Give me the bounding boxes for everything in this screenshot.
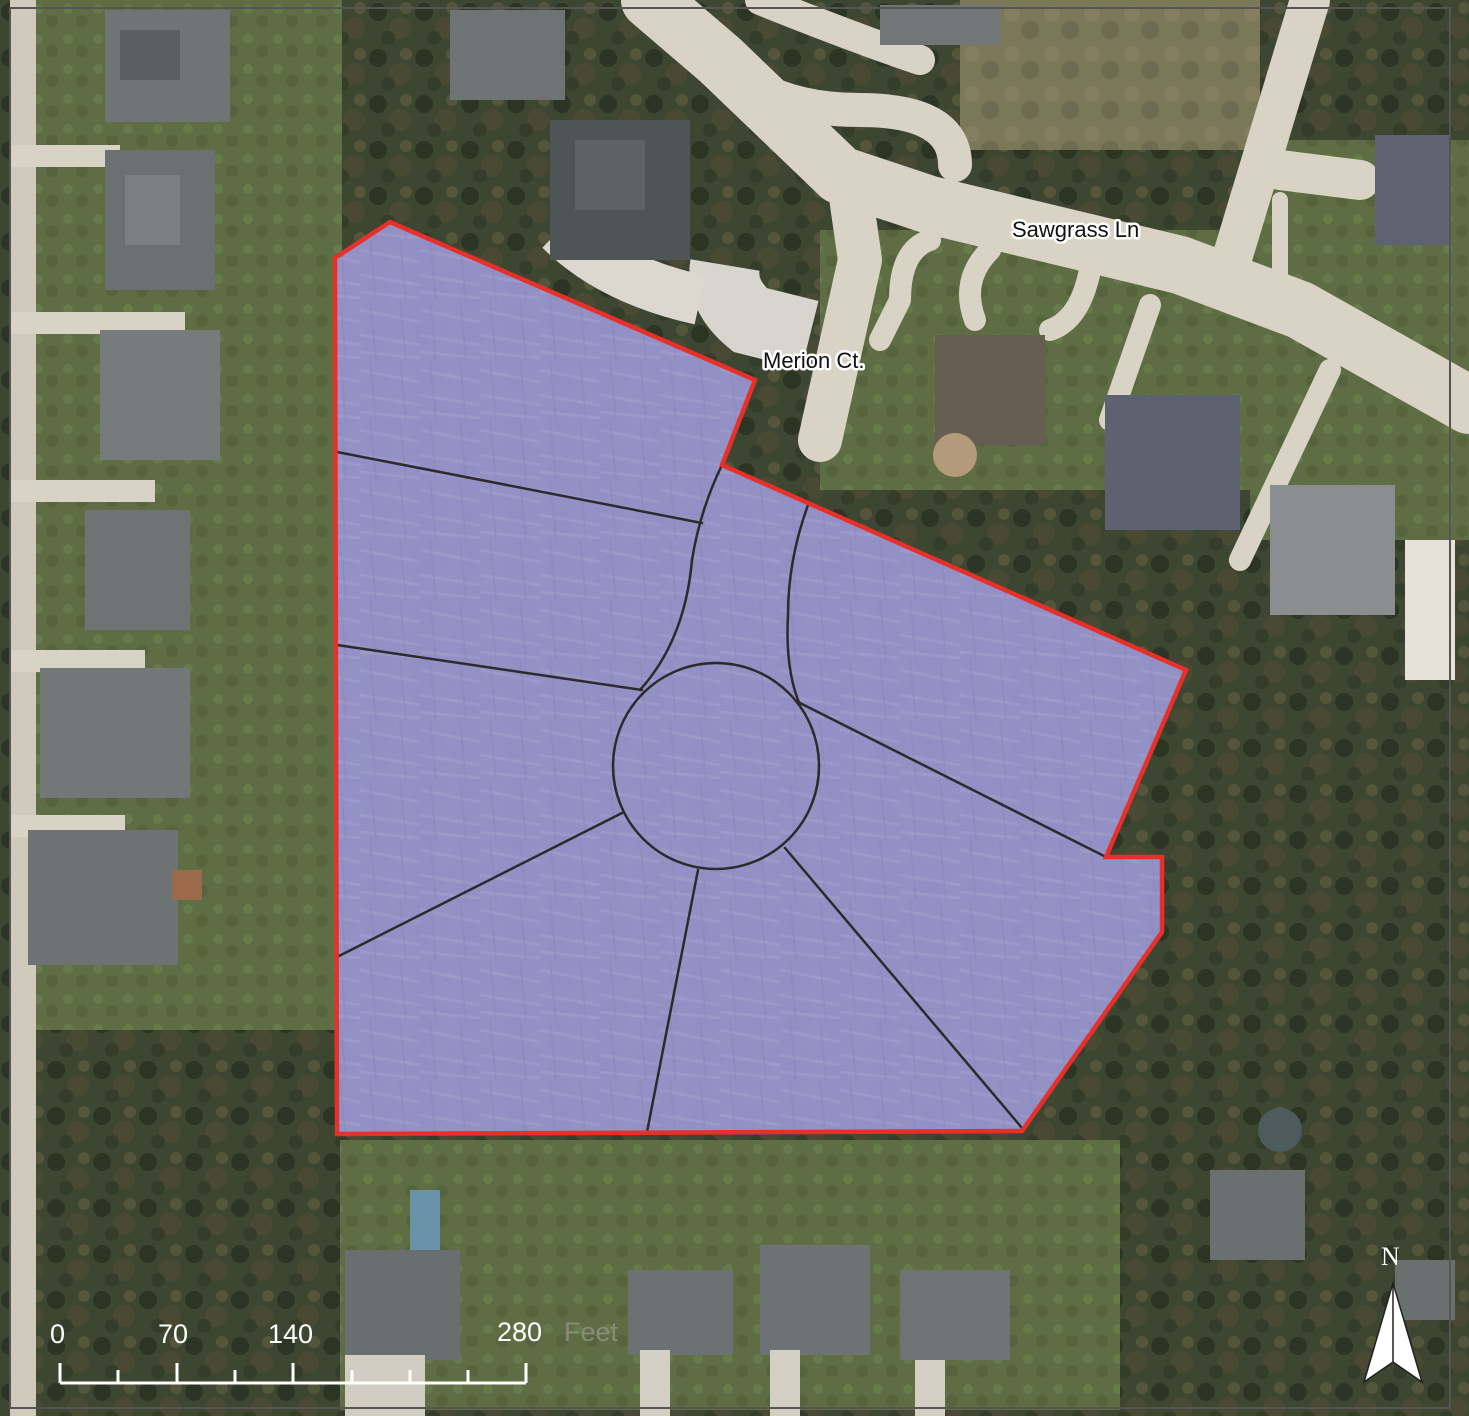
lot-line-5 (783, 846, 1024, 1130)
north-label: N (1381, 1242, 1400, 1271)
scale-tick-70: 70 (158, 1319, 188, 1349)
parcel-area (335, 222, 1186, 1134)
road-edge-west (638, 463, 724, 692)
lot-line-2 (335, 643, 644, 692)
road-network (621, 0, 1469, 571)
south-houses (345, 1108, 1455, 1416)
map-frame-border (9, 7, 1451, 1409)
lot-line-1 (335, 450, 704, 525)
scale-bar: 0 70 140 280 Feet (50, 1317, 619, 1385)
scale-unit: Feet (564, 1317, 619, 1347)
scale-bar-line (58, 1363, 528, 1385)
scale-tick-280: 280 (497, 1317, 542, 1347)
cul-de-sac-circle (611, 661, 821, 871)
svg-text:Merion Ct.: Merion Ct. (763, 348, 864, 373)
scale-tick-140: 140 (268, 1319, 313, 1349)
west-houses (28, 10, 230, 965)
road-edge-east (786, 503, 810, 707)
scale-tick-0: 0 (50, 1319, 65, 1349)
street-label-sawgrass: Sawgrass Ln Sawgrass Ln (1010, 215, 1142, 245)
north-arrow: N (1362, 1242, 1424, 1384)
lot-line-3 (335, 811, 624, 959)
north-houses (450, 5, 1455, 680)
svg-text:Sawgrass Ln: Sawgrass Ln (1012, 217, 1139, 242)
parcel-boundary (332, 219, 1189, 1137)
west-road (10, 0, 36, 1416)
svg-text:Sawgrass Ln: Sawgrass Ln (1012, 217, 1139, 242)
svg-text:Merion Ct.: Merion Ct. (763, 348, 864, 373)
driveway-merion (689, 259, 819, 369)
open-field (960, 0, 1260, 150)
subdivision-parcel (332, 219, 1189, 1137)
street-label-merion: Merion Ct. Merion Ct. (761, 346, 867, 376)
lot-line-4 (645, 868, 700, 1134)
lot-lines (335, 450, 1108, 1134)
pool (410, 1190, 440, 1250)
north-arrow-icon (1362, 1280, 1424, 1384)
lot-line-6 (798, 701, 1108, 859)
